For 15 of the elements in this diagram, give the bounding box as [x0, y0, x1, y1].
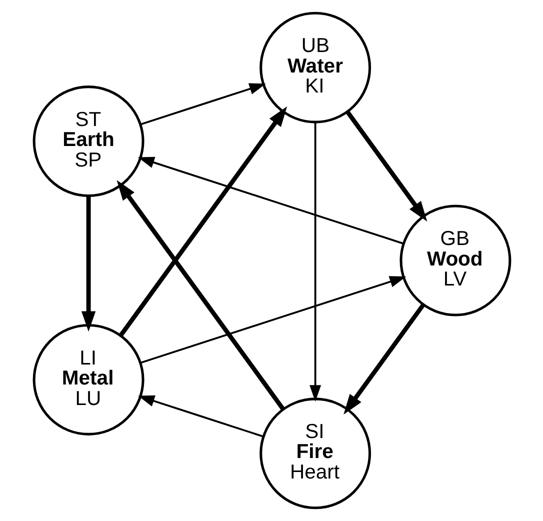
node-circle: ST Earth SP: [32, 86, 144, 198]
node-circle: SI Fire Heart: [259, 398, 371, 510]
arrow: [116, 180, 284, 410]
node-circle: LI Metal LU: [32, 324, 144, 436]
arrow: [137, 156, 404, 244]
node-circle: GB Wood LV: [399, 204, 511, 316]
node-circle: UB Water KI: [259, 12, 371, 124]
arrow: [137, 395, 264, 438]
arrow: [309, 122, 321, 402]
arrow: [140, 83, 266, 126]
arrow: [118, 106, 287, 337]
arrow: [140, 276, 406, 364]
arrow: [343, 303, 425, 414]
arrow: [80, 196, 96, 332]
arrow: [345, 110, 427, 222]
